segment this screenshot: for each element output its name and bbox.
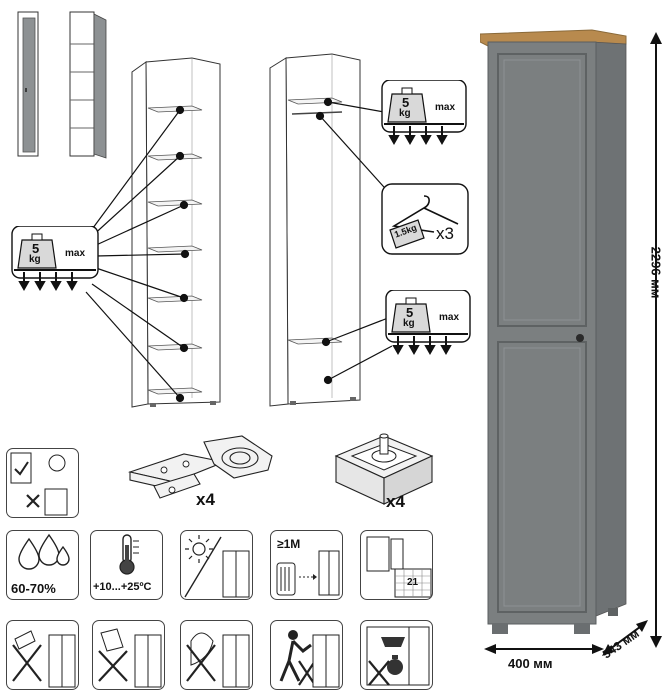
sunlight-icon bbox=[180, 530, 253, 600]
temperature-value: +10...+25ºC bbox=[93, 581, 152, 593]
calendar-day: 21 bbox=[407, 577, 419, 588]
cabinet-hanging-drawing bbox=[256, 48, 376, 408]
no-liquid-icon bbox=[6, 620, 79, 690]
no-chemicals-icon bbox=[92, 620, 165, 690]
shelf-weight-top-unit: kg bbox=[399, 108, 411, 119]
humidity-icon: 60-70% bbox=[6, 530, 79, 600]
shelf-weight-bottom-value: 5 bbox=[406, 305, 414, 320]
product-cabinet-image bbox=[480, 26, 630, 646]
humidity-value: 60-70% bbox=[11, 581, 56, 596]
temperature-icon: +10...+25ºC bbox=[90, 530, 163, 600]
distance-value: ≥1M bbox=[277, 537, 301, 551]
hanger-load-badge: 1.5kg x3 bbox=[380, 182, 472, 262]
shelf-weight-badge-bottom: 5 kg max bbox=[384, 290, 472, 362]
shelf-weight-top-max: max bbox=[435, 102, 456, 113]
shelf-weight-badge-top: 5 kg max bbox=[380, 80, 468, 152]
width-label: 400 мм bbox=[508, 656, 553, 671]
width-dimension-arrow bbox=[484, 644, 604, 654]
hinge-drawing bbox=[124, 434, 284, 514]
height-label: 2296 мм bbox=[648, 246, 664, 299]
shelf-weight-max: max bbox=[65, 248, 86, 259]
shelf-weight-bottom-unit: kg bbox=[403, 318, 415, 329]
distance-heater-icon: ≥1M bbox=[270, 530, 343, 600]
no-heavy-load-icon bbox=[360, 620, 433, 690]
shelf-weight-unit: kg bbox=[29, 254, 41, 265]
thumbnail-closed bbox=[14, 8, 42, 160]
foot-count: x4 bbox=[386, 492, 405, 511]
assembly-instruction-icon bbox=[6, 448, 79, 518]
shelf-weight-value: 5 bbox=[32, 241, 40, 256]
no-abrasive-icon bbox=[180, 620, 253, 690]
calendar-icon: 21 bbox=[360, 530, 433, 600]
depth-dimension-arrow bbox=[602, 620, 648, 656]
height-dimension-arrow bbox=[650, 32, 662, 648]
foot-drawing bbox=[328, 426, 438, 516]
shelf-weight-badge-main: 5 kg max bbox=[10, 226, 100, 298]
no-leaning-icon bbox=[270, 620, 343, 690]
thumbnail-open bbox=[66, 8, 112, 160]
hinge-count: x4 bbox=[196, 490, 215, 509]
shelf-weight-top-value: 5 bbox=[402, 95, 410, 110]
hanger-count: x3 bbox=[436, 224, 454, 243]
shelf-weight-bottom-max: max bbox=[439, 312, 460, 323]
